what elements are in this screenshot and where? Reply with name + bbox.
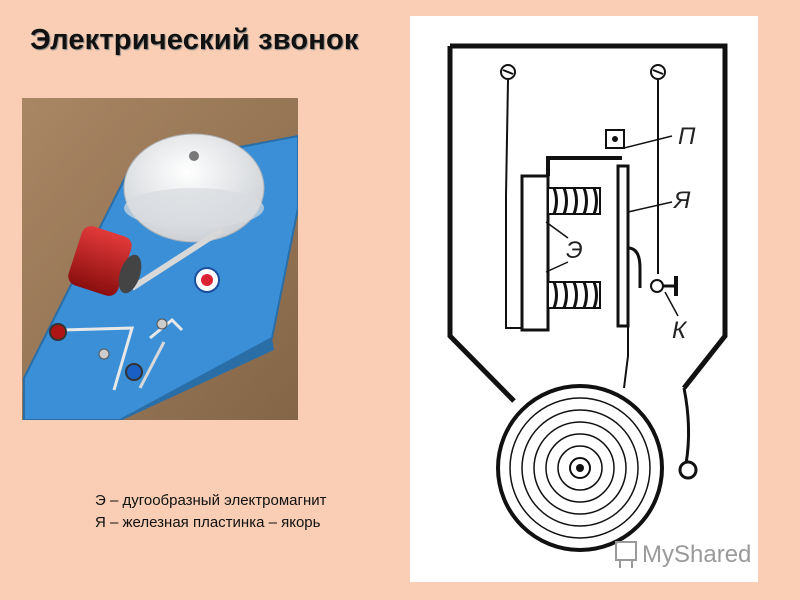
lower-coil	[547, 281, 601, 309]
label-ya: Я	[672, 187, 691, 214]
page-title: Электрический звонок	[30, 24, 359, 56]
bell-dome-schematic	[496, 384, 664, 552]
bell-screw	[189, 151, 199, 161]
armature	[616, 164, 630, 328]
blue-terminal	[125, 363, 143, 381]
label-k: К	[672, 317, 688, 344]
contact-screw	[650, 279, 664, 293]
bell-schematic: П Я Э К MyShared	[410, 16, 758, 582]
watermark-text: MyShared	[642, 541, 751, 568]
red-terminal	[49, 323, 67, 341]
watermark-icon	[615, 541, 637, 561]
label-p: П	[678, 123, 696, 150]
legend-item-armature: Я – железная пластинка – якорь	[95, 514, 321, 531]
watermark: MyShared	[615, 541, 751, 568]
legend: Э – дугообразный электромагнит Я – желез…	[95, 490, 327, 534]
legend-item-electromagnet: Э – дугообразный электромагнит	[95, 492, 327, 509]
electromagnet-coil	[68, 226, 132, 296]
hammer-arm	[130, 227, 224, 291]
label-e: Э	[566, 237, 583, 264]
hammer-rod	[623, 326, 629, 389]
housing-outline	[450, 43, 728, 390]
electromagnet-frame	[520, 174, 550, 332]
hammer-ball	[678, 460, 698, 480]
upper-coil	[547, 187, 601, 215]
bell-photo	[22, 98, 298, 420]
